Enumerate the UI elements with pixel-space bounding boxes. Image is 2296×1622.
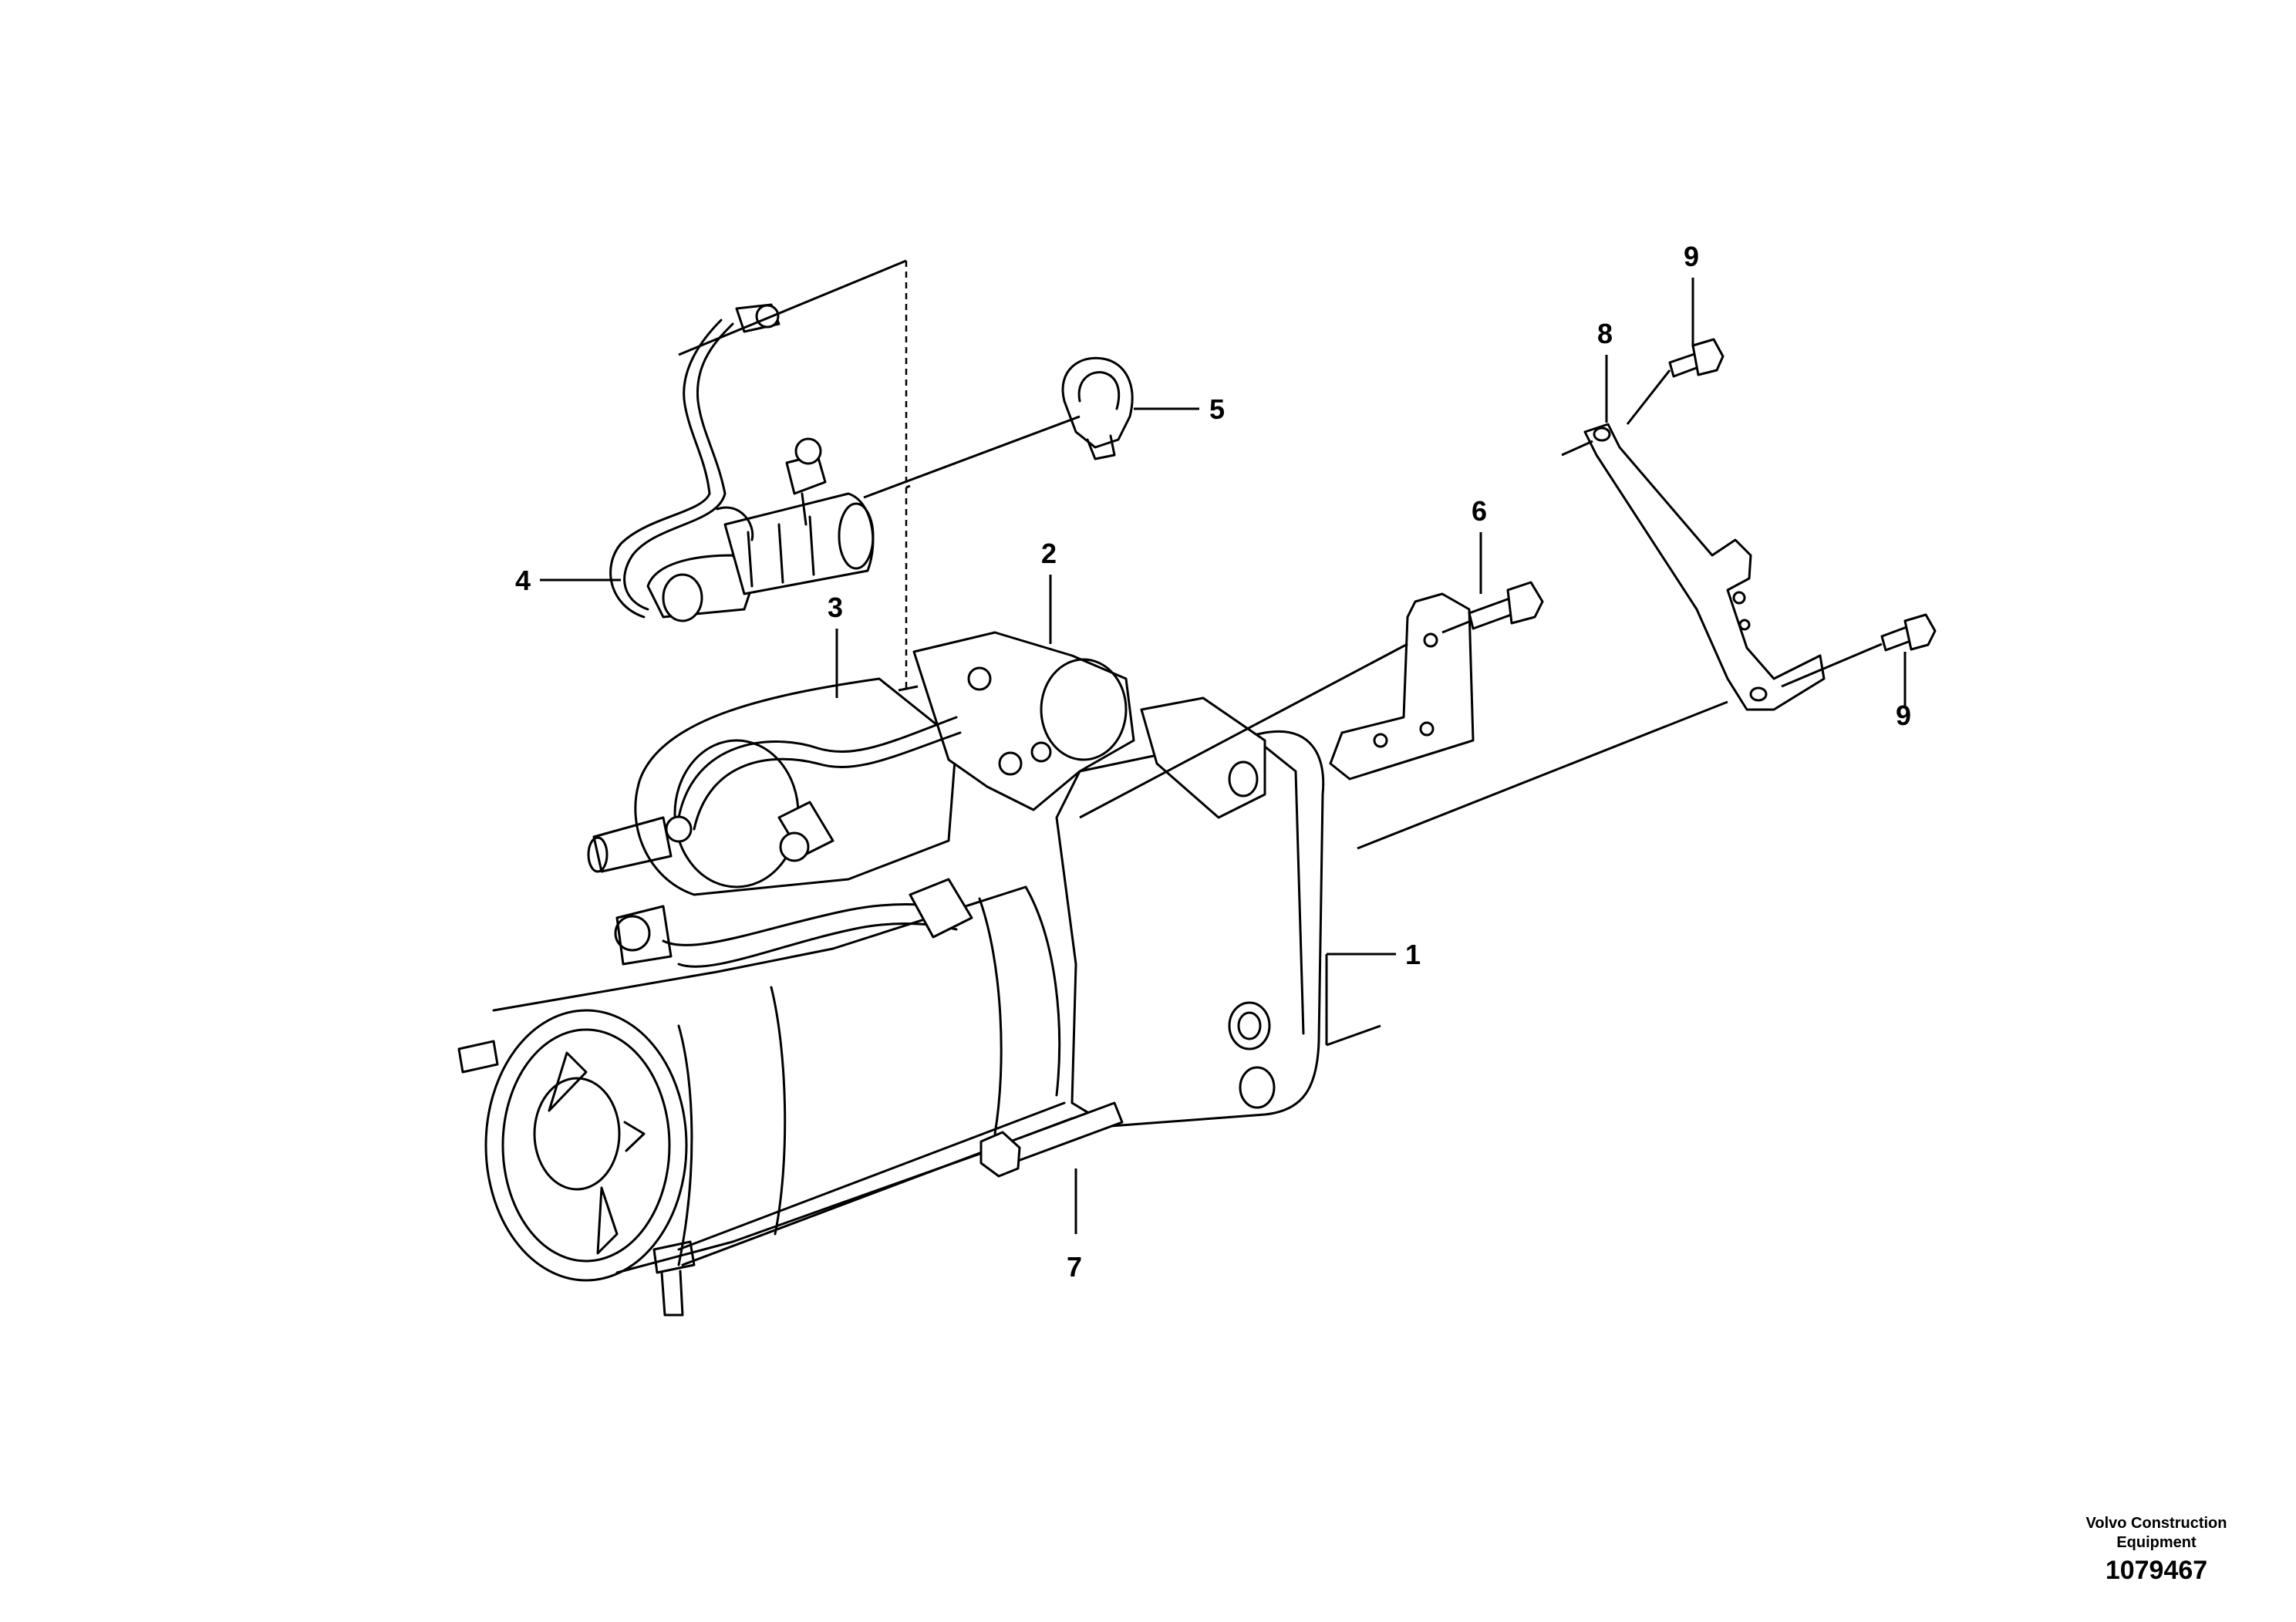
screw-9-lower [1880,613,1937,652]
callout-5: 5 [1209,393,1225,425]
callout-9-lower: 9 [1896,700,1911,731]
screw-9-upper [1668,338,1725,378]
callout-6: 6 [1472,495,1487,527]
cable-harness [609,303,875,622]
footer: Volvo Construction Equipment 1079467 [2086,1515,2227,1585]
callout-9-upper: 9 [1684,241,1699,272]
cable-clamp [1061,356,1134,460]
callout-labels: 1 2 3 4 5 6 7 8 9 9 [515,241,1911,1283]
reference-lines [540,259,1907,1234]
mounting-bracket [1329,592,1475,781]
callout-7: 7 [1067,1251,1082,1283]
callout-8: 8 [1597,318,1613,349]
starter-motor [457,631,1325,1317]
callout-4: 4 [515,565,531,596]
bolt-7 [979,1101,1124,1178]
callout-3: 3 [828,592,843,623]
brand-line-2: Equipment [2116,1534,2197,1551]
brand-line-1: Volvo Construction [2086,1515,2227,1532]
screw-6 [1468,581,1544,630]
drawing-number: 1079467 [2106,1556,2207,1585]
strap-bracket [1583,423,1826,711]
callout-1: 1 [1405,939,1421,970]
callout-2: 2 [1041,538,1057,569]
